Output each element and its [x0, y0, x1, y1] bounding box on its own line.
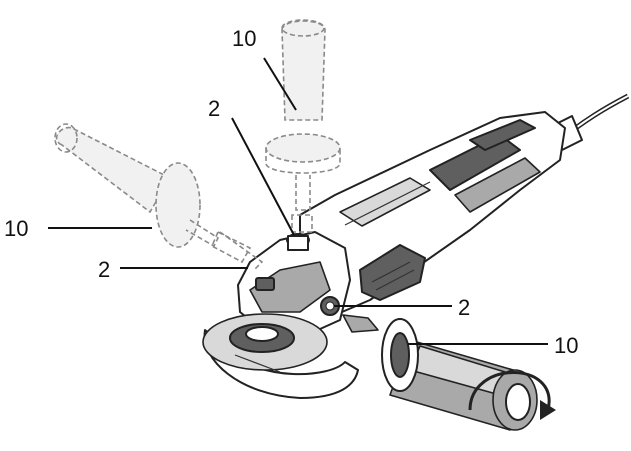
insertion-arrows — [219, 231, 379, 333]
wheel-guard — [202, 313, 359, 399]
aux-handle-left-ghost — [54, 123, 252, 264]
gear-head — [237, 231, 351, 339]
arrow-head-icon — [540, 400, 556, 420]
callout-handle-left: 10 — [4, 216, 28, 241]
spindle-lock-button — [255, 277, 275, 291]
callout-handle-right: 10 — [554, 333, 578, 358]
aux-handle-right — [381, 318, 556, 431]
leader-handle-top — [263, 57, 297, 111]
callout-handle-top: 10 — [232, 26, 256, 51]
callout-labels: 10 10 10 2 2 2 — [4, 26, 578, 358]
leader-socket-top — [231, 117, 295, 236]
aux-handle-top-ghost — [265, 19, 341, 233]
callout-socket-left: 2 — [98, 257, 110, 282]
callout-socket-top: 2 — [208, 96, 220, 121]
callout-socket-right: 2 — [458, 295, 470, 320]
rotation-arrow-icon — [468, 371, 551, 411]
insert-arrow-right-icon — [342, 314, 379, 333]
motor-housing — [299, 111, 566, 316]
callout-leaders — [48, 57, 548, 345]
